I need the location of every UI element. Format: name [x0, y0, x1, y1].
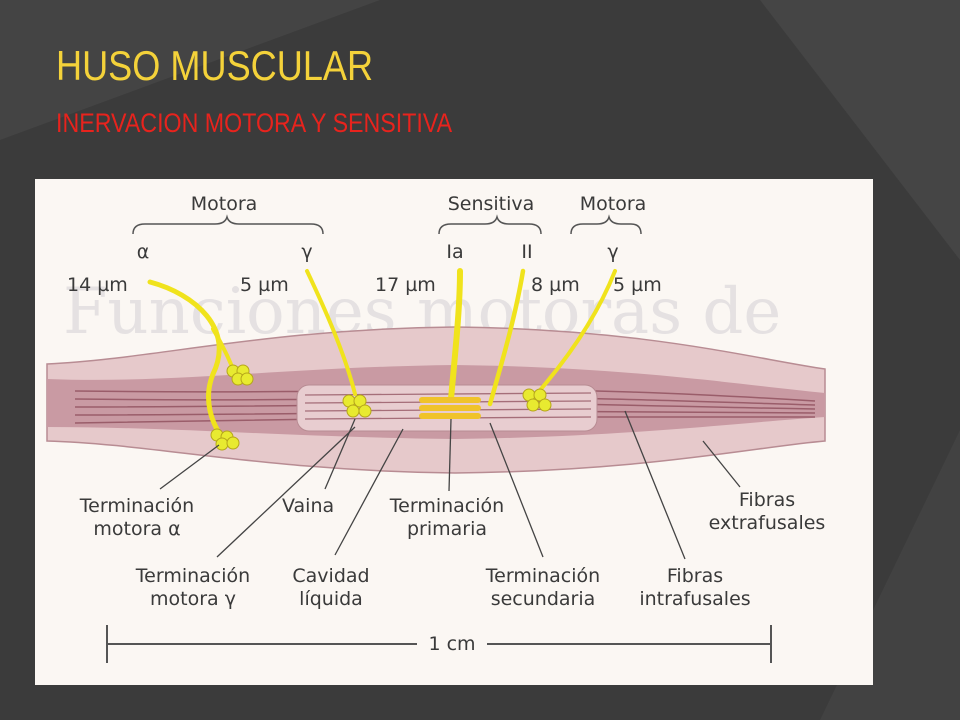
scale-bar	[106, 625, 772, 663]
diameter-ia: 17 µm	[375, 274, 436, 296]
ii-fiber	[487, 268, 526, 407]
label-alpha: α	[136, 241, 150, 263]
scale-label: 1 cm	[428, 633, 476, 655]
spindle-drawing	[46, 214, 826, 663]
slide-title: HUSO MUSCULAR	[56, 42, 374, 89]
label-motora-right: Motora	[579, 193, 647, 215]
gamma-left-fiber	[305, 269, 357, 396]
motor-endings	[210, 364, 552, 451]
diameter-ii: 8 µm	[531, 274, 580, 296]
label-fibras-intrafusales: Fibras intrafusales	[639, 565, 751, 610]
gamma-right-fiber	[539, 269, 617, 391]
label-terminacion-motora-alpha: Terminación motora α	[79, 495, 195, 540]
label-terminacion-motora-gamma: Terminación motora γ	[135, 565, 251, 610]
label-ia: Ia	[446, 241, 464, 263]
diameter-alpha: 14 µm	[67, 274, 128, 296]
leader-lines	[159, 410, 741, 560]
label-motora-left: Motora	[190, 193, 258, 215]
label-cavidad-liquida: Cavidad líquida	[292, 565, 370, 610]
label-fibras-extrafusales: Fibras extrafusales	[708, 489, 826, 534]
label-terminacion-secundaria: Terminación secundaria	[485, 565, 601, 610]
label-sensitiva: Sensitiva	[447, 193, 535, 215]
label-terminacion-primaria: Terminación primaria	[389, 495, 505, 540]
alpha-motor-fiber	[147, 279, 228, 444]
label-gamma-right: γ	[607, 241, 619, 263]
label-gamma-left: γ	[301, 241, 313, 263]
group-brackets	[132, 214, 642, 235]
muscle-spindle-figure: Funciones motoras de	[35, 179, 873, 685]
primary-ending	[419, 397, 481, 419]
label-ii: II	[521, 241, 533, 263]
nerve-fibers	[147, 268, 617, 444]
diameter-gamma-right: 5 µm	[613, 274, 662, 296]
slide-subtitle: INERVACION MOTORA Y SENSITIVA	[56, 108, 453, 138]
diameter-gamma-left: 5 µm	[240, 274, 289, 296]
ia-fiber	[448, 268, 463, 402]
label-vaina: Vaina	[282, 495, 335, 517]
